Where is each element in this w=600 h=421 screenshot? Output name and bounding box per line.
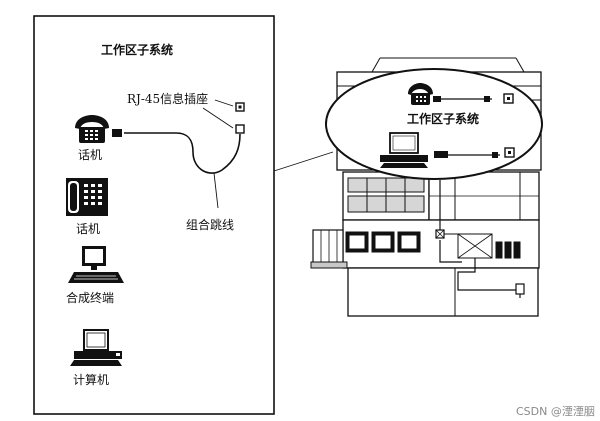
rj45-socket-icon bbox=[235, 102, 245, 134]
bubble-telephone-icon bbox=[408, 83, 433, 105]
bubble-computer-plug bbox=[434, 151, 448, 158]
panel-title: 工作区子系统 bbox=[101, 43, 174, 57]
panel-connector-line bbox=[273, 151, 334, 172]
patch-plug bbox=[112, 129, 122, 137]
phone1-label: 话机 bbox=[78, 148, 103, 162]
cable-leader-line bbox=[213, 172, 219, 209]
patch-cord bbox=[124, 132, 241, 174]
bubble-computer-icon bbox=[380, 132, 428, 168]
bubble-title: 工作区子系统 bbox=[407, 112, 480, 126]
bubble-socket-icon bbox=[503, 93, 514, 104]
socket-leader-line-2 bbox=[202, 107, 234, 129]
bubble-phone-cable-plug bbox=[484, 96, 490, 102]
telephone-icon bbox=[75, 115, 109, 143]
watermark: CSDN @湮湮胭 bbox=[516, 405, 595, 418]
computer-label: 计算机 bbox=[73, 373, 110, 387]
socket-leader-line bbox=[214, 99, 234, 107]
bubble-socket-icon-2 bbox=[504, 147, 515, 158]
computer-icon bbox=[70, 329, 122, 366]
socket-label: RJ-45信息插座 bbox=[127, 92, 209, 106]
bubble-computer-cable-plug bbox=[492, 152, 498, 158]
terminal-label: 合成终端 bbox=[66, 291, 115, 305]
terminal-icon bbox=[68, 246, 124, 283]
phone2-label: 话机 bbox=[76, 222, 101, 236]
cable-label: 组合跳线 bbox=[186, 218, 235, 232]
bubble-phone-plug bbox=[433, 96, 441, 102]
wall-phone-icon bbox=[66, 178, 108, 216]
